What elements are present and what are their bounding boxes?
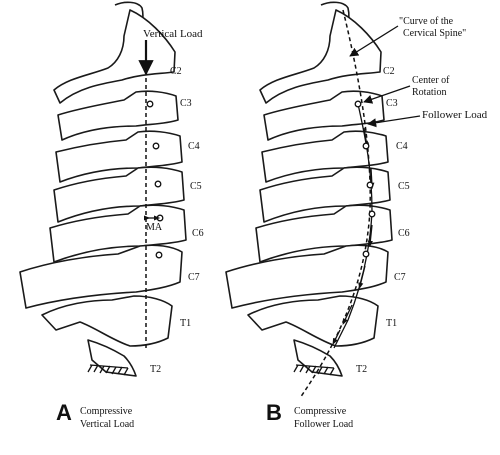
level-c3: C3 <box>180 98 192 109</box>
moment-arm-label: MA <box>146 222 163 233</box>
level-c4: C4 <box>188 141 200 152</box>
curve-label-line1: "Curve of the <box>399 16 454 27</box>
level-c5: C5 <box>190 181 202 192</box>
level-b-t1: T1 <box>386 318 397 329</box>
level-b-c2: C2 <box>383 66 395 77</box>
curve-label-line2: Cervical Spine" <box>403 28 466 39</box>
center-of-rotation-c6 <box>156 214 164 222</box>
level-c7: C7 <box>188 272 200 283</box>
center-of-rotation-label-line2: Rotation <box>412 87 446 98</box>
center-of-rotation-c3 <box>146 100 154 108</box>
panel-b-caption-line1: Compressive <box>294 406 347 417</box>
panel-a-caption-line2: Vertical Load <box>80 419 134 430</box>
curve-callout-arrow <box>349 25 399 57</box>
panel-b-letter: B <box>266 400 282 425</box>
follower-arrow-4 <box>358 265 366 290</box>
center-of-rotation-c7 <box>155 251 163 259</box>
level-b-c3: C3 <box>386 98 398 109</box>
follower-load-label: Follower Load <box>422 109 488 121</box>
vertical-load-label: Vertical Load <box>143 28 203 40</box>
center-callout-arrow <box>363 85 411 104</box>
level-b-t2: T2 <box>356 364 367 375</box>
panel-a-letter: A <box>56 400 72 425</box>
follower-arrow-6 <box>332 329 341 345</box>
curve-of-cervical-spine <box>299 9 371 399</box>
panel-a-caption-line1: Compressive <box>80 406 133 417</box>
follower-callout-arrow <box>367 115 421 128</box>
level-b-c5: C5 <box>398 181 410 192</box>
panel-b: "Curve of the Cervical Spine" Center of … <box>225 1 488 430</box>
level-b-c7: C7 <box>394 272 406 283</box>
level-b-c4: C4 <box>396 141 408 152</box>
center-of-rotation-c4 <box>152 142 160 150</box>
level-c2: C2 <box>170 66 182 77</box>
follower-arrow-3 <box>367 224 373 248</box>
level-b-c6: C6 <box>398 228 410 239</box>
panel-b-caption-line2: Follower Load <box>294 419 353 430</box>
center-of-rotation-c5 <box>154 180 162 188</box>
level-t2: T2 <box>150 364 161 375</box>
center-of-rotation-b-c7 <box>362 250 370 258</box>
center-of-rotation-b-c4 <box>362 142 370 150</box>
center-of-rotation-b-c6 <box>368 210 376 218</box>
panel-a: Vertical Load MA C2 C3 C4 C5 C6 C7 T1 T2… <box>19 1 204 430</box>
center-of-rotation-b-c5 <box>366 181 374 189</box>
level-c6: C6 <box>192 228 204 239</box>
center-of-rotation-b-c3 <box>354 100 362 108</box>
level-t1: T1 <box>180 318 191 329</box>
follower-arrow-5 <box>342 304 353 325</box>
center-of-rotation-label-line1: Center of <box>412 75 450 86</box>
